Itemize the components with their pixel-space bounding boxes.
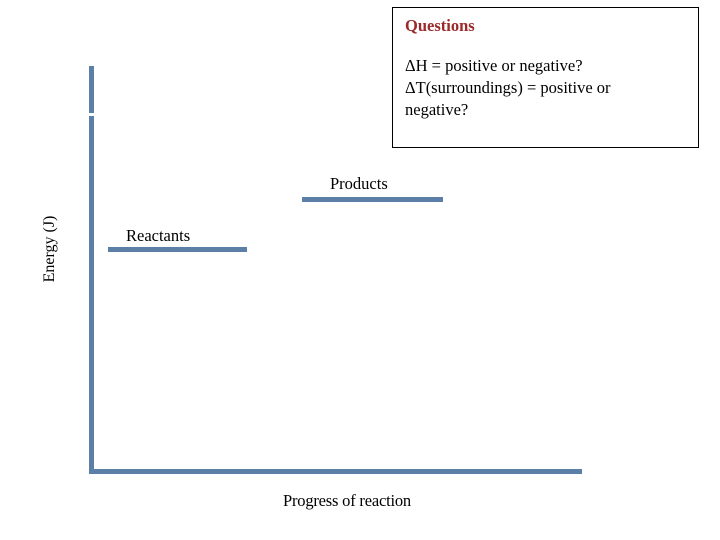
y-axis-title: Energy (J) bbox=[41, 215, 58, 283]
reactants-level-line bbox=[108, 247, 247, 252]
products-label: Products bbox=[330, 174, 388, 193]
products-level-line bbox=[302, 197, 443, 202]
question-line-2: ΔT(surroundings) = positive or bbox=[405, 78, 611, 98]
question-line-3: negative? bbox=[405, 100, 469, 120]
questions-title: Questions bbox=[405, 16, 475, 35]
x-axis-line bbox=[89, 469, 582, 474]
questions-body: ΔH = positive or negative? ΔT(surroundin… bbox=[405, 55, 688, 122]
y-axis-line bbox=[89, 66, 94, 474]
questions-spacer bbox=[403, 36, 688, 55]
reactants-label: Reactants bbox=[126, 226, 191, 245]
questions-callout-box: Questions ΔH = positive or negative? ΔT(… bbox=[392, 7, 699, 148]
x-axis-title: Progress of reaction bbox=[283, 491, 411, 510]
y-axis-notch bbox=[89, 113, 94, 116]
question-line-1: ΔH = positive or negative? bbox=[405, 55, 583, 75]
